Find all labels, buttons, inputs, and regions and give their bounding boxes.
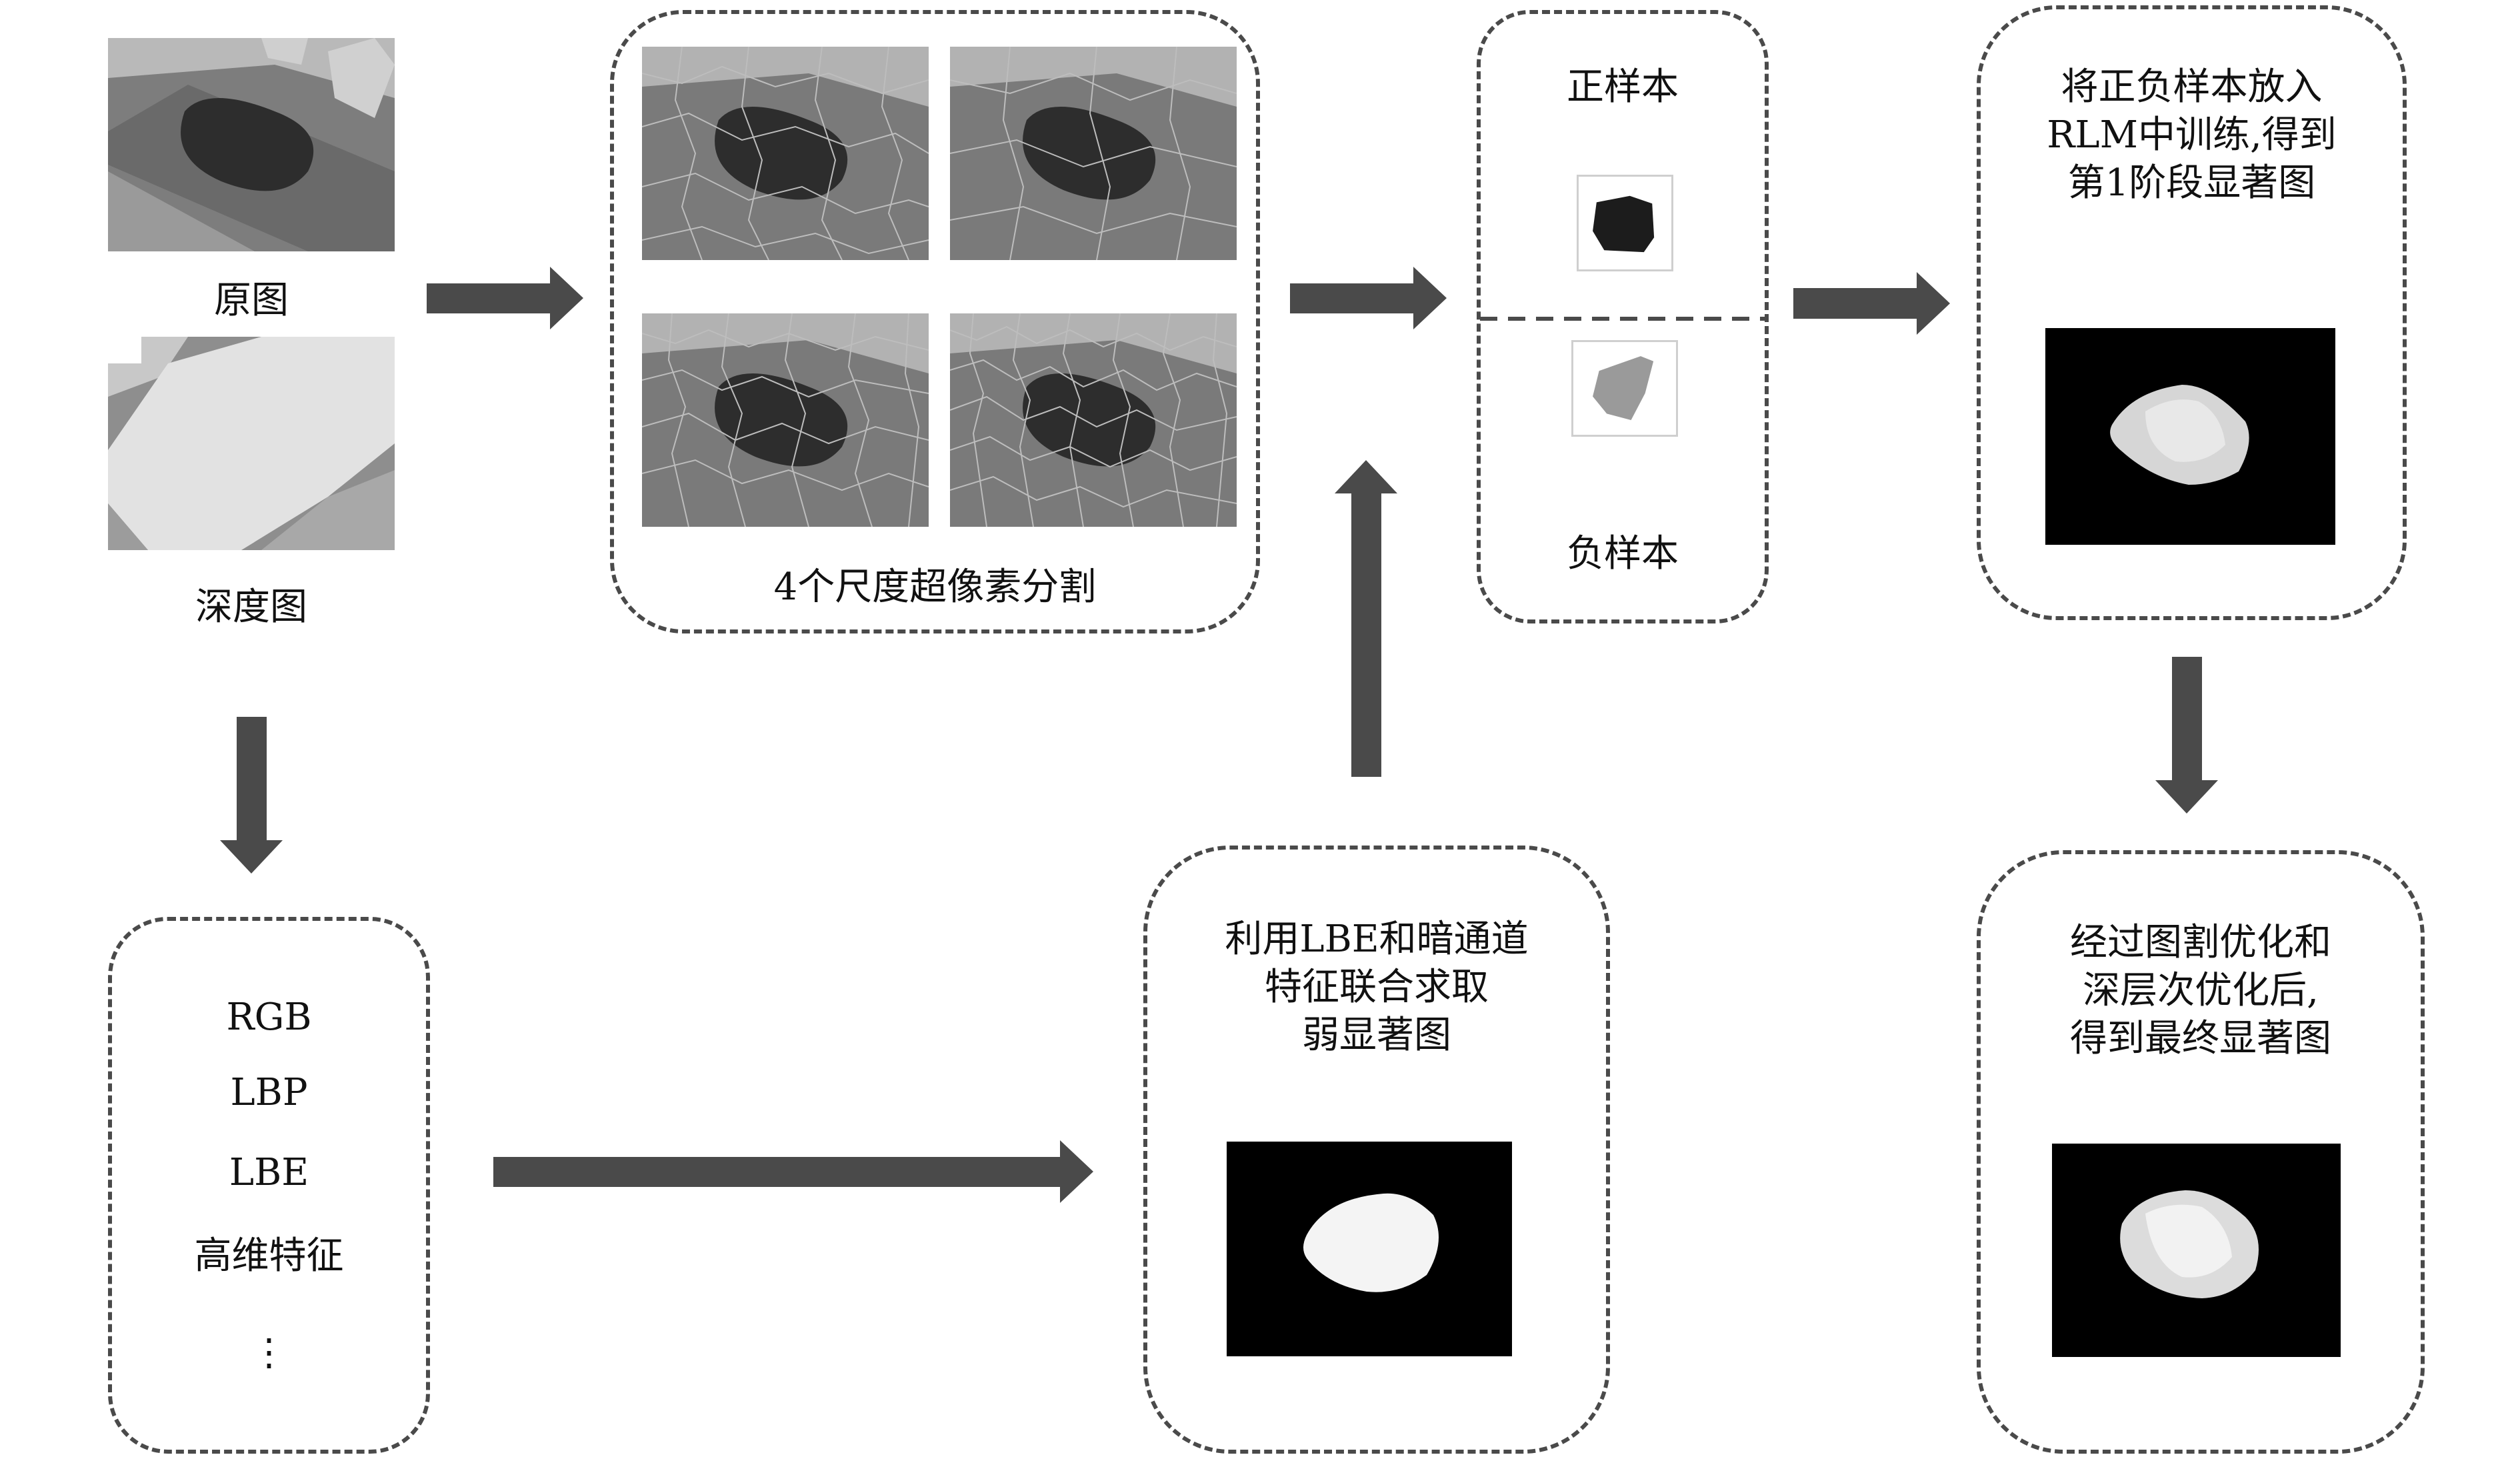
feature-lbp: LBP (230, 1071, 308, 1114)
superpixel-scale-1 (642, 47, 929, 260)
samples-box (1477, 10, 1769, 623)
feature-lbe: LBE (229, 1151, 309, 1194)
weak-line-1: 利用LBE和暗通道 (1225, 918, 1529, 961)
arrow-superpixel-to-samples (1290, 267, 1447, 329)
final-box (1977, 850, 2425, 1454)
superpixel-scale-2 (950, 47, 1237, 260)
final-line-1: 经过图割优化和 (2070, 921, 2331, 964)
stage1-line-2: RLM中训练,得到 (2047, 113, 2337, 157)
negative-sample-image (1571, 340, 1678, 437)
final-line-2: 深层次优化后, (2083, 969, 2319, 1012)
stage1-box (1977, 5, 2407, 620)
superpixel-scale-4 (950, 313, 1237, 527)
original-image (108, 38, 395, 251)
feature-ellipsis: ⋮ (250, 1331, 288, 1374)
feature-high-dim: 高维特征 (194, 1234, 344, 1278)
features-box (108, 917, 430, 1454)
weak-line-2: 特征联合求取 (1265, 966, 1489, 1009)
final-line-3: 得到最终显著图 (2070, 1017, 2331, 1060)
feature-rgb: RGB (226, 996, 312, 1039)
arrow-inputs-to-features (220, 717, 283, 874)
weak-saliency-map (1227, 1142, 1512, 1356)
stage1-line-3: 第1阶段显著图 (2067, 161, 2316, 205)
superpixel-scale-3 (642, 313, 929, 527)
superpixel-label: 4个尺度超像素分割 (773, 565, 1097, 609)
positive-sample-label: 正样本 (1567, 65, 1679, 109)
stage1-line-1: 将正负样本放入 (2061, 65, 2323, 109)
weak-saliency-box (1143, 846, 1610, 1454)
superpixel-box (610, 10, 1260, 633)
final-saliency-map (2052, 1144, 2341, 1357)
depth-image (108, 337, 395, 550)
stage1-saliency-map (2045, 328, 2335, 545)
arrow-features-to-weak (493, 1140, 1093, 1203)
arrow-weak-to-samples (1335, 460, 1397, 777)
depth-label: 深度图 (195, 585, 307, 629)
weak-line-3: 弱显著图 (1302, 1014, 1451, 1057)
arrow-samples-to-stage1 (1793, 272, 1950, 335)
negative-sample-label: 负样本 (1567, 532, 1679, 575)
positive-sample-image (1577, 175, 1673, 271)
original-label: 原图 (214, 279, 289, 322)
arrow-stage1-to-final (2155, 657, 2218, 814)
arrow-inputs-to-superpixel (427, 267, 583, 329)
